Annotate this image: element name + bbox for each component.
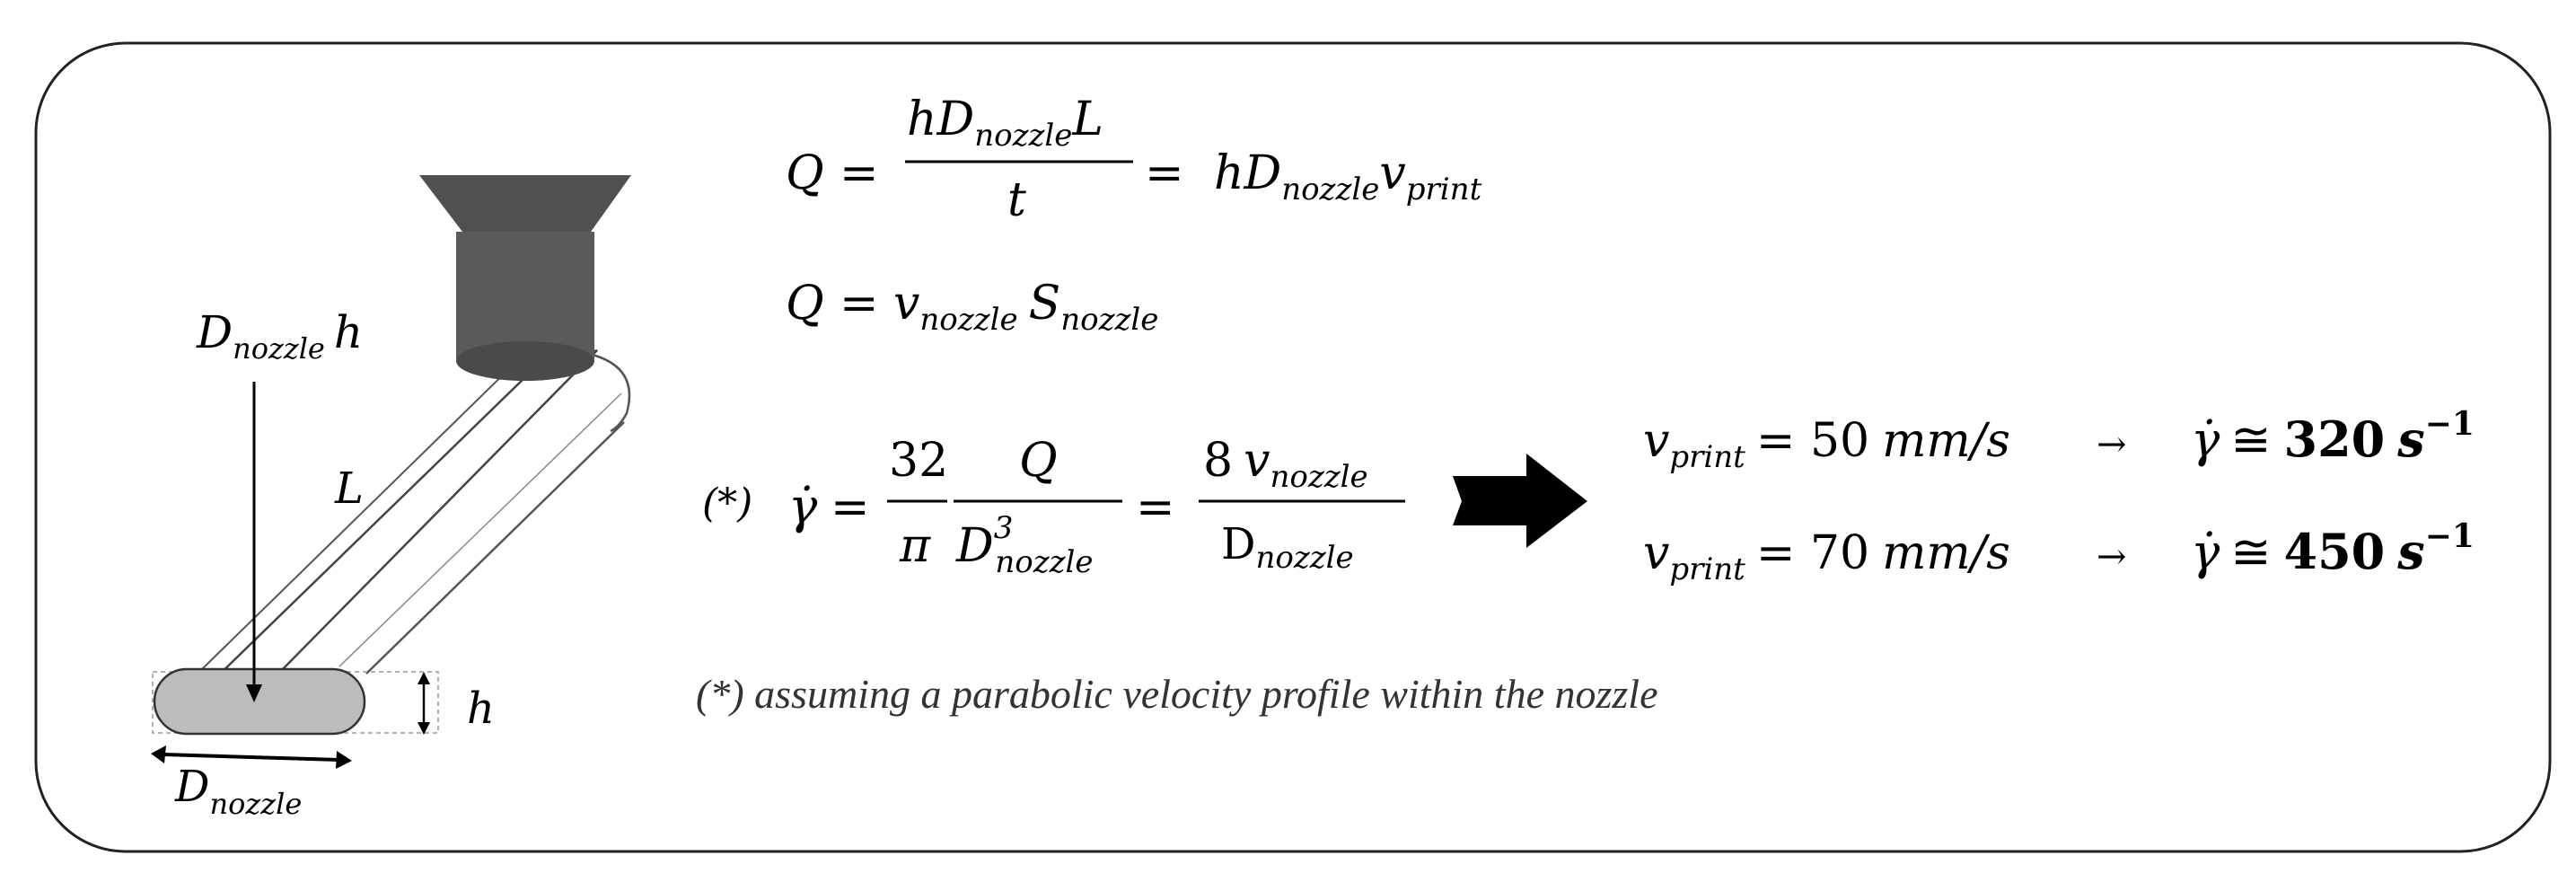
nozzle-funnel — [419, 175, 631, 232]
width-arrow-left — [151, 745, 166, 763]
filament-top-face — [207, 348, 598, 684]
eq1-rhs: hDnozzlevprint — [1214, 146, 1482, 207]
result-1-arrow: → — [2097, 424, 2127, 465]
width-arrow-right — [336, 751, 352, 769]
eq3-num-32: 32 — [889, 434, 948, 488]
eq3-num-q: Q — [1019, 434, 1058, 488]
footnote: (*) assuming a parabolic velocity profil… — [696, 671, 1658, 717]
filament-hidden-line — [338, 392, 622, 667]
eq2-equals: = — [840, 277, 879, 331]
frame-border — [34, 41, 2552, 853]
nozzle-tip — [456, 341, 594, 381]
eq1-equals: = — [840, 146, 879, 200]
arrow-down-head — [246, 684, 262, 702]
eq1-lhs: Q — [786, 146, 824, 200]
label-d-nozzle-bottom: Dnozzle — [174, 762, 302, 821]
result-arrow — [1453, 454, 1587, 548]
filament-edge-back — [201, 358, 520, 670]
eq3-equals: = — [831, 481, 870, 534]
nozzle-barrel — [456, 232, 594, 372]
eq3-den-pi: π — [899, 519, 931, 573]
equation-flow-rate-geometry: Q = hDnozzleL t = hDnozzlevprint — [786, 93, 1482, 227]
eq1-numerator: hDnozzleL — [907, 93, 1103, 154]
h-arrow-top — [418, 672, 430, 684]
eq3-den-d-nozzle: Dnozzle — [1221, 519, 1354, 576]
result-2-arrow: → — [2097, 536, 2127, 578]
eq3-equals-2: = — [1136, 481, 1175, 534]
filament-end-cap — [592, 353, 631, 433]
width-dimension-line — [163, 753, 340, 762]
h-arrow-bottom — [418, 722, 430, 735]
label-length: L — [334, 463, 364, 514]
filament-edge-front — [365, 421, 625, 675]
eq3-gamma: γ̇ — [788, 478, 818, 534]
eq2-lhs: Q — [786, 277, 824, 331]
eq1-equals-2: = — [1145, 146, 1184, 200]
label-h: h — [467, 684, 495, 734]
eq3-marker: (*) — [702, 481, 752, 526]
eq1-denominator: t — [1007, 173, 1026, 227]
cross-section — [153, 667, 366, 736]
